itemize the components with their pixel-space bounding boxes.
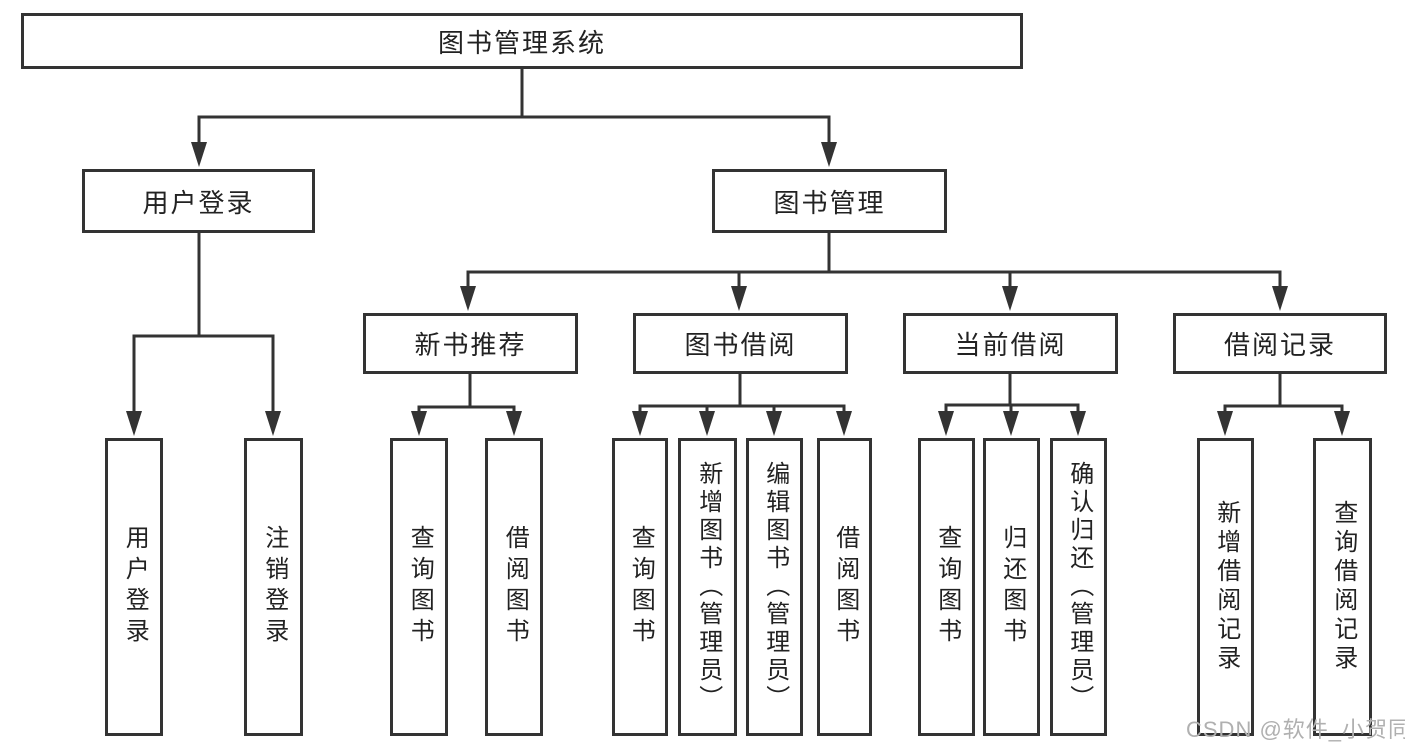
node-current-borrow: 当前借阅 <box>903 313 1118 374</box>
leaf-query-books-borrow: 查询图书 <box>612 438 668 736</box>
connector-root-to-level2 <box>191 67 837 167</box>
connector-book-management-to-level3 <box>460 231 1288 311</box>
node-book-borrow: 图书借阅 <box>633 313 848 374</box>
leaf-query-books-current: 查询图书 <box>918 438 975 736</box>
leaf-add-borrow-record: 新增借阅记录 <box>1197 438 1254 736</box>
leaf-borrow-books-recommend: 借阅图书 <box>485 438 543 736</box>
node-user-login: 用户登录 <box>82 169 315 233</box>
leaf-confirm-return-admin: 确认归还（管理员） <box>1050 438 1107 736</box>
leaf-user-login: 用户登录 <box>105 438 163 736</box>
node-new-book-recommend: 新书推荐 <box>363 313 578 374</box>
node-book-management: 图书管理 <box>712 169 947 233</box>
connector-user-login-to-leaves <box>126 231 281 436</box>
watermark-text: CSDN @软件_小贺同学 <box>1186 717 1405 742</box>
leaf-query-books-recommend: 查询图书 <box>390 438 448 736</box>
connector-new-book-recommend-to-leaves <box>411 372 522 436</box>
leaf-edit-book-admin: 编辑图书（管理员） <box>746 438 803 736</box>
leaf-return-books: 归还图书 <box>983 438 1040 736</box>
leaf-query-borrow-record: 查询借阅记录 <box>1313 438 1372 736</box>
leaf-borrow-books: 借阅图书 <box>817 438 872 736</box>
leaf-logout: 注销登录 <box>244 438 303 736</box>
node-library-management-system: 图书管理系统 <box>21 13 1023 69</box>
connector-borrow-records-to-leaves <box>1217 372 1350 436</box>
connector-book-borrow-to-leaves <box>632 372 852 436</box>
node-borrow-records: 借阅记录 <box>1173 313 1387 374</box>
connector-current-borrow-to-leaves <box>938 372 1086 436</box>
leaf-add-book-admin: 新增图书（管理员） <box>678 438 737 736</box>
